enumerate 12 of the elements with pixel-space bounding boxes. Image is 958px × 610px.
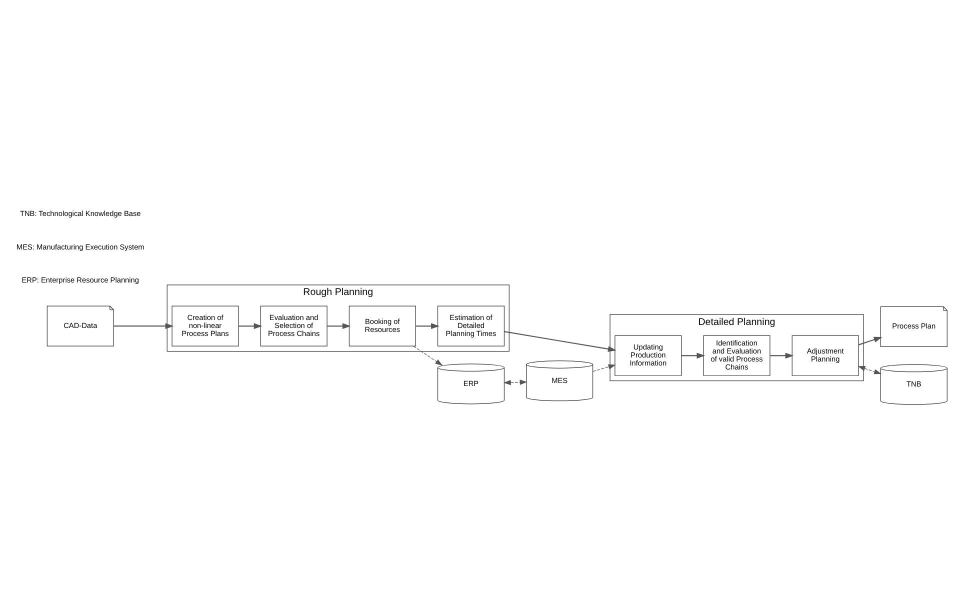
arrow bbox=[682, 352, 706, 358]
arrow bbox=[416, 322, 440, 329]
arrow bbox=[327, 322, 351, 329]
arrow bbox=[504, 330, 616, 352]
arrow bbox=[770, 352, 794, 358]
arrow bbox=[413, 345, 443, 366]
arrow bbox=[858, 366, 882, 374]
arrow bbox=[858, 336, 882, 345]
arrow bbox=[503, 379, 528, 385]
arrow bbox=[114, 322, 174, 329]
arrow bbox=[592, 364, 616, 372]
arrow bbox=[238, 322, 262, 329]
